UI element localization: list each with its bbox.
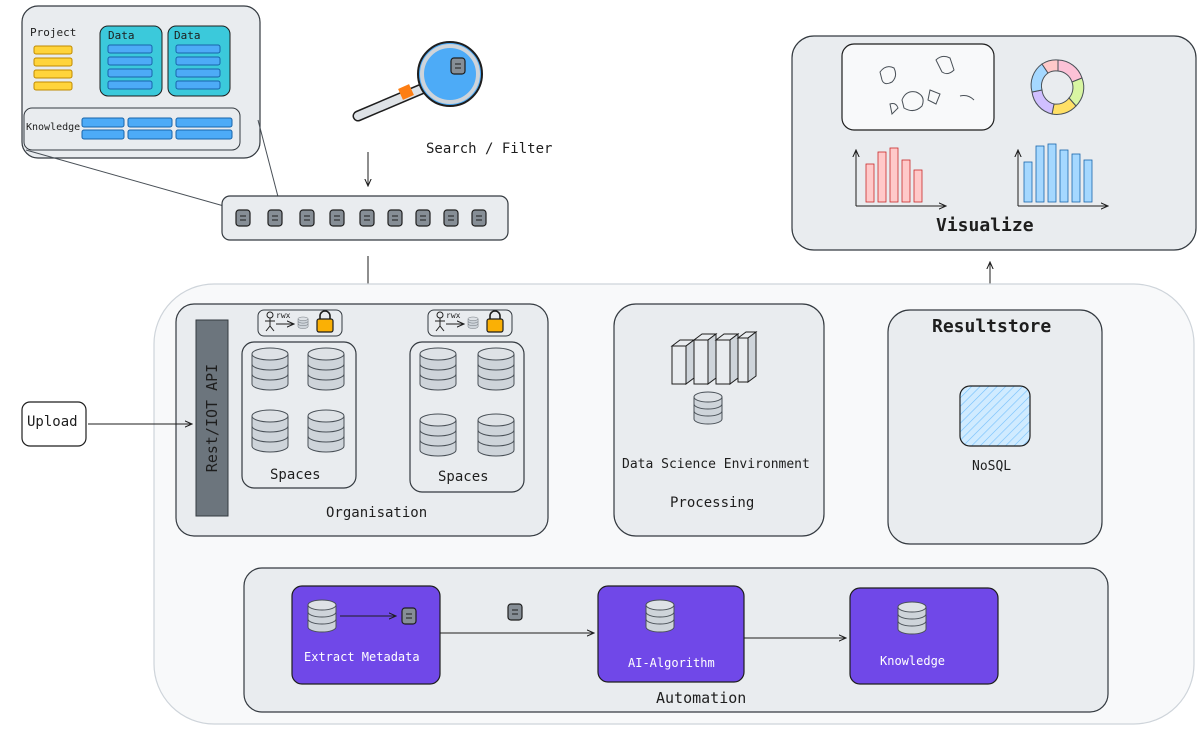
project-yellow-bars [33,45,73,91]
data-label-1: Data [108,29,135,42]
api-bar [195,319,229,517]
knowledge-label: Knowledge [880,654,946,668]
rwx-label-1: rwx [276,311,291,320]
knowledge-box [849,587,999,685]
nosql-label: NoSQL [972,459,1012,474]
data-blue-bars [107,44,221,90]
knowledge-small-label: Knowledge [26,122,81,133]
ai-algorithm-box [597,585,745,683]
spaces-label-1: Spaces [270,467,321,483]
spaces-label-2: Spaces [438,469,489,485]
metadata-doc-icon [401,607,417,625]
visualize-label: Visualize [936,215,1034,236]
api-label: Rest/IOT API [203,363,221,473]
organisation-label: Organisation [326,505,428,521]
ai-database-icon [645,599,675,633]
project-label: Project [30,26,77,39]
donut-chart-icon [1030,59,1085,115]
document-icons [235,209,487,227]
extract-metadata-label: Extract Metadata [304,650,420,664]
bar-chart-icon-red [856,147,946,206]
extract-database-icon [307,599,337,633]
data-label-2: Data [174,29,201,42]
dse-label: Data Science Environment [622,457,810,472]
map-box [841,43,995,131]
ai-algorithm-label: AI-Algorithm [628,656,715,670]
upload-box [21,401,87,447]
map-outline [879,55,975,116]
server-rack-icon [670,331,758,385]
knowledge-blue-bars [81,117,233,140]
rwx-label-2: rwx [446,311,461,320]
magnifier-icon [352,41,483,122]
resultstore-label: Resultstore [932,316,1052,337]
processing-label: Processing [670,495,755,511]
floating-doc-icon [507,603,523,621]
zoom-line-left [25,149,239,211]
processing-database-icon [693,391,723,425]
nosql-icon [959,385,1031,447]
permission-badge-2 [427,309,513,337]
bar-chart-icon-blue [1018,143,1108,206]
search-filter-label: Search / Filter [426,141,553,157]
knowledge-database-icon [897,601,927,635]
permission-badge-1 [257,309,343,337]
automation-label: Automation [656,689,747,707]
upload-label: Upload [27,414,78,430]
